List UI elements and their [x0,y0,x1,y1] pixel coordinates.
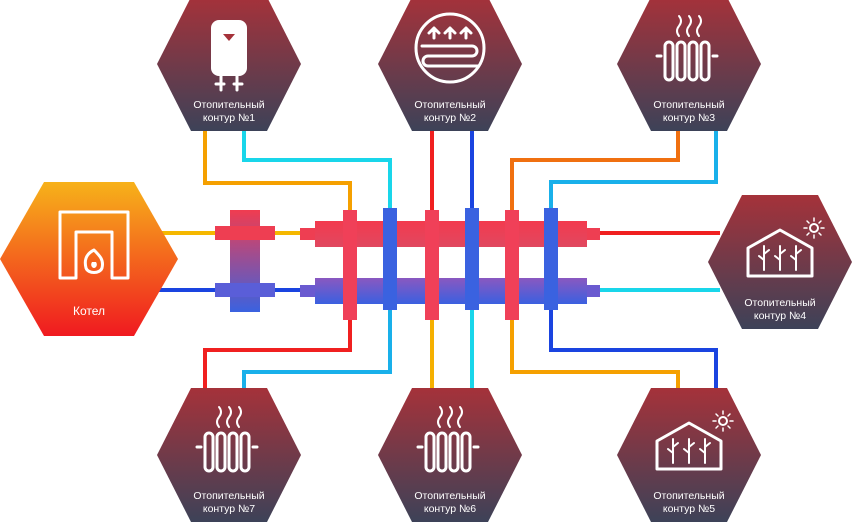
greenhouse-icon [746,217,825,278]
water-heater-icon [211,20,247,92]
radiator-icon [195,406,259,473]
greenhouse-icon [655,410,734,471]
boiler-flame-icon [58,210,130,280]
circuit-node-1[interactable]: Отопительный контур №1 [157,0,301,131]
circuit-label-line1: Отопительный [653,99,724,111]
circuit-1-return-pipe [242,130,392,210]
return-manifold [315,278,587,304]
circuit-3-supply-pipe [510,130,680,215]
circuit-7-supply-pipe [203,318,352,395]
circuit-label-line1: Отопительный [653,490,724,502]
circuit-5-supply-pipe [510,318,680,392]
circuit-label-line1: Отопительный [744,297,815,309]
circuit-label-line2: контур №5 [663,503,715,515]
underfloor-heating-icon [414,12,486,84]
radiator-icon [655,15,719,82]
circuit-label-line2: контур №6 [424,503,476,515]
circuit-label-line2: контур №4 [754,310,806,322]
circuit-label-line2: контур №2 [424,112,476,124]
circuit-7-return-pipe [242,310,392,395]
circuit-label-line2: контур №1 [203,112,255,124]
circuit-label-line2: контур №3 [663,112,715,124]
pipes [140,128,720,395]
circuit-5-return-pipe [549,310,718,392]
circuit-node-2[interactable]: Отопительный контур №2 [378,0,522,131]
radiator-icon [416,406,480,473]
circuit-label-line1: Отопительный [193,490,264,502]
circuit-1-supply-pipe [203,130,352,215]
circuit-label-line1: Отопительный [193,99,264,111]
circuit-node-6[interactable]: Отопительный контур №6 [378,388,522,522]
manifold [300,208,600,320]
boiler-node[interactable]: Котел [0,182,178,336]
circuit-3-return-pipe [549,130,718,210]
boiler-label: Котел [73,304,105,318]
circuit-node-3[interactable]: Отопительный контур №3 [617,0,761,131]
circuit-node-4[interactable]: Отопительный контур №4 [708,195,852,329]
circuit-node-5[interactable]: Отопительный контур №5 [617,388,761,522]
hydraulic-separator [215,210,275,312]
supply-manifold [315,221,587,247]
circuit-label-line2: контур №7 [203,503,255,515]
circuit-label-line1: Отопительный [414,99,485,111]
circuit-node-7[interactable]: Отопительный контур №7 [157,388,301,522]
circuit-label-line1: Отопительный [414,490,485,502]
